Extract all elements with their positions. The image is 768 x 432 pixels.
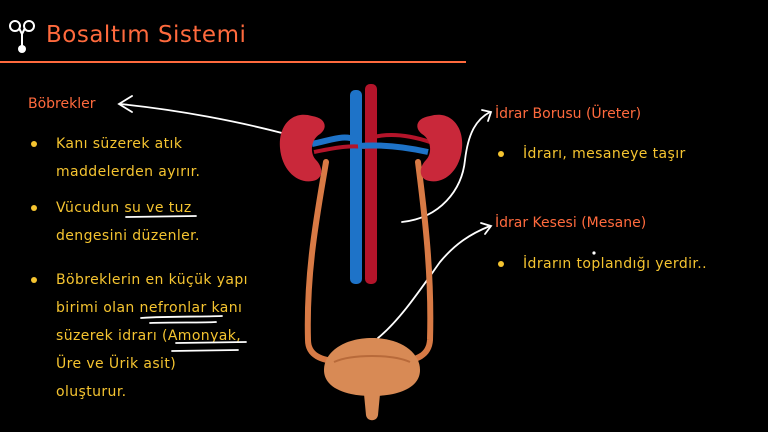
bullet-text-mesane: İdrarın toplandığı yerdir.. bbox=[523, 256, 707, 272]
vena-cava bbox=[350, 90, 362, 284]
bullet-text-ureter: İdrarı, mesaneye taşır bbox=[523, 146, 686, 162]
right-renal-vein bbox=[357, 142, 429, 155]
underline-nefronlar-2 bbox=[149, 321, 217, 324]
bullet-line: maddelerden ayırır. bbox=[56, 164, 201, 180]
underline-amonyak-2 bbox=[171, 349, 239, 352]
aorta bbox=[365, 84, 377, 284]
bullet-text-3: Böbreklerin en küçük yapı birimi olan ne… bbox=[56, 266, 248, 406]
underline-su-ve-tuz bbox=[125, 215, 197, 218]
heading-ureter: İdrar Borusu (Üreter) bbox=[495, 106, 642, 122]
title-underline bbox=[0, 61, 466, 63]
urethra bbox=[364, 394, 380, 421]
bullet-dot bbox=[498, 261, 504, 267]
bladder-fold bbox=[333, 355, 411, 363]
underline-nefronlar bbox=[140, 315, 223, 319]
bullet-line: oluşturur. bbox=[56, 384, 127, 400]
bullet-line: Üre ve Ürik asit) bbox=[56, 356, 177, 372]
arrowhead-icon bbox=[481, 109, 493, 122]
bladder bbox=[324, 338, 420, 396]
bullet-line: süzerek idrarı (Amonyak, bbox=[56, 328, 242, 344]
right-renal-artery bbox=[369, 133, 431, 144]
left-renal-vein bbox=[311, 134, 358, 147]
underline-amonyak bbox=[175, 341, 247, 344]
bullet-line: Vücudun su ve tuz bbox=[56, 200, 192, 216]
bullet-text-1: Kanı süzerek atık maddelerden ayırır. bbox=[56, 130, 200, 186]
arrowhead-icon bbox=[480, 222, 493, 235]
bullet-dot bbox=[31, 141, 37, 147]
kidney-logo-icon bbox=[9, 20, 35, 53]
bullet-dot bbox=[498, 151, 504, 157]
left-kidney bbox=[279, 114, 325, 182]
left-ureter bbox=[304, 159, 341, 365]
bullet-line: Kanı süzerek atık bbox=[56, 136, 183, 152]
bullet-dot bbox=[31, 277, 37, 283]
arrow-to-bobrekler bbox=[119, 103, 283, 134]
arrow-to-ureter bbox=[401, 111, 491, 223]
arrow-to-mesane bbox=[377, 225, 491, 339]
bullet-line: birimi olan nefronlar kanı bbox=[56, 300, 243, 316]
bullet-dot bbox=[31, 205, 37, 211]
bullet-text-2: Vücudun su ve tuz dengesini düzenler. bbox=[56, 194, 200, 250]
urinary-system-illustration bbox=[279, 84, 463, 421]
slide-title: Bosaltım Sistemi bbox=[46, 22, 247, 48]
ink-dot bbox=[592, 251, 596, 255]
arrowhead-icon bbox=[117, 95, 133, 113]
right-ureter bbox=[397, 159, 434, 365]
bullet-line: Böbreklerin en küçük yapı bbox=[56, 272, 248, 288]
heading-bobrekler: Böbrekler bbox=[28, 96, 96, 112]
heading-mesane: İdrar Kesesi (Mesane) bbox=[495, 215, 647, 231]
right-kidney bbox=[417, 114, 463, 182]
bullet-line: dengesini düzenler. bbox=[56, 228, 200, 244]
